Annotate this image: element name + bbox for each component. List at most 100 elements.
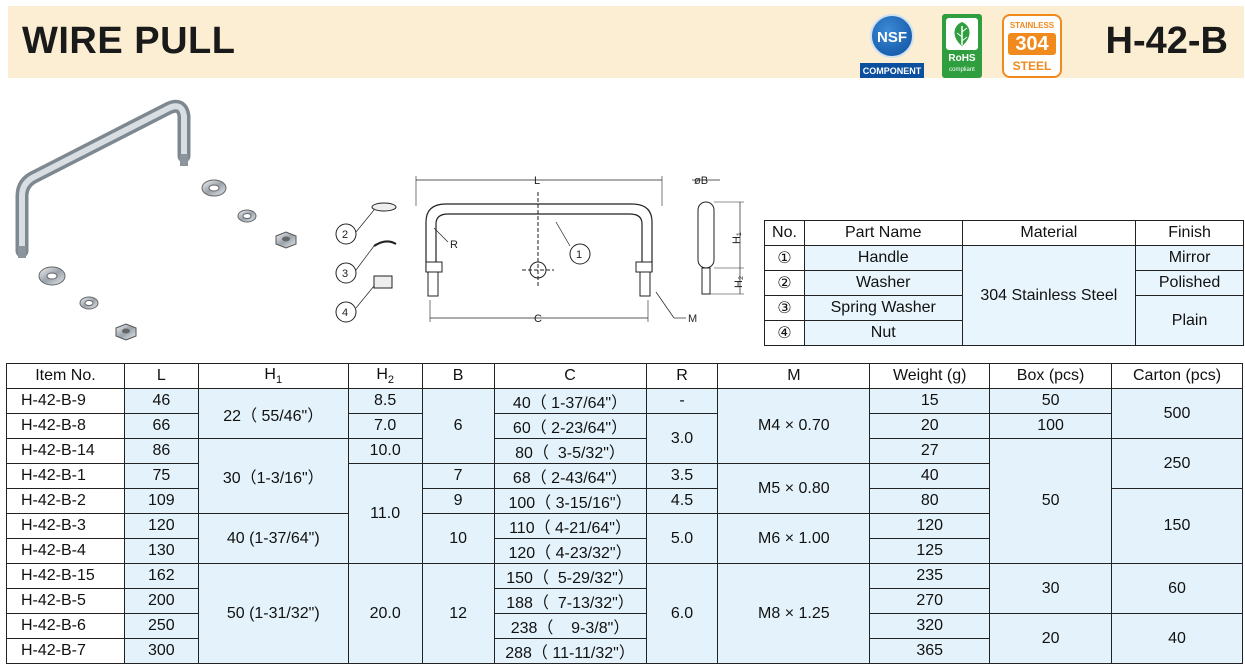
part-no: ④ [764,320,805,346]
item-no: H-42-B-1 [6,463,125,489]
cell-R: - [645,388,719,414]
svg-text:M: M [688,313,697,325]
cell-box: 50 [989,388,1113,414]
cell-box: 100 [989,413,1113,439]
stainless-304-badge: STAINLESS 304 STEEL [1002,14,1062,78]
cell-H2: 10.0 [347,438,423,464]
cell-carton: 150 [1111,488,1243,564]
col-box: Box (pcs) [989,363,1113,389]
cell-C: 120（ 4-23/32"） [493,538,647,564]
part-no: ② [764,270,805,296]
cell-H1: 40 (1-37/64") [197,513,349,564]
item-no: H-42-B-4 [6,538,125,564]
cell-C: 188（ 7-13/32"） [493,588,647,614]
cell-C: 100（ 3-15/16"） [493,488,647,514]
col-H1: H1 [197,363,349,389]
technical-drawing: 2 3 4 L [326,162,756,342]
cell-M: M8 × 1.25 [717,563,871,664]
table-row: H-42-B-9 46 22（ 55/46"） 8.5 6 40（ 1-37/6… [6,388,1243,464]
table-row: H-42-B-4 130 120（ 4-23/32"） 125 [6,538,1243,564]
cell-B: 10 [421,513,495,564]
item-no: H-42-B-2 [6,488,125,514]
callout-2: 2 [335,202,397,245]
nsf-badge: NSF COMPONENT [860,14,924,80]
table-row: H-42-B-7 300 288（ 11-11/32"） 365 [6,638,1243,664]
cell-weight: 80 [869,488,991,514]
col-H2: H2 [347,363,423,389]
col-B: B [421,363,495,389]
steel-bottom-label: STEEL [1012,59,1052,73]
cell-L: 109 [123,488,199,514]
cell-box: 20 [989,613,1113,664]
svg-text:R: R [450,239,458,251]
col-carton: Carton (pcs) [1111,363,1243,389]
svg-text:H₁: H₁ [731,232,743,244]
cell-H2: 7.0 [347,413,423,439]
table-row: ② Washer Polished [764,270,1244,296]
cell-C: 150（ 5-29/32"） [493,563,647,589]
table-row: H-42-B-6 250 238（ 9-3/8"） 320 20 40 [6,613,1243,664]
svg-text:H₂: H₂ [733,276,745,288]
part-name: Nut [803,320,963,346]
cell-C: 238（ 9-3/8"） [493,613,647,639]
rohs-badge: RoHS compliant [942,14,982,78]
item-no: H-42-B-5 [6,588,125,614]
cell-weight: 15 [869,388,991,414]
cell-R: 6.0 [645,563,719,664]
col-item-no: Item No. [6,363,125,389]
cell-H1: 30（1-3/16"） [197,438,349,514]
cell-B: 6 [421,388,495,464]
svg-text:1: 1 [576,249,582,261]
cell-C: 288（ 11-11/32"） [493,638,647,664]
item-no: H-42-B-9 [6,388,125,414]
svg-text:L: L [534,175,540,187]
parts-header-row: No. Part Name Material Finish [764,220,1244,246]
part-name: Spring Washer [803,295,963,321]
part-no: ① [764,245,805,271]
cell-M: M5 × 0.80 [717,463,871,514]
rohs-sub-label: compliant [949,67,975,73]
cell-box: 50 [989,438,1113,564]
cell-C: 40（ 1-37/64"） [493,388,647,414]
part-material: 304 Stainless Steel [961,245,1137,346]
item-no: H-42-B-8 [6,413,125,439]
table-row: ③ Spring Washer Plain [764,295,1244,346]
table-row: H-42-B-14 86 30（1-3/16"） 10.0 80（ 3-5/32… [6,438,1243,564]
cell-carton: 60 [1111,563,1243,614]
cell-H1: 50 (1-31/32") [197,563,349,664]
callout-3: 3 [335,240,397,284]
leaf-icon [946,18,978,50]
cell-H2: 11.0 [347,463,423,564]
page-title: WIRE PULL [22,20,236,62]
cell-L: 250 [123,613,199,639]
cell-H2: 20.0 [347,563,423,664]
cell-weight: 40 [869,463,991,489]
col-material: Material [961,220,1137,246]
cell-C: 80（ 3-5/32"） [493,438,647,464]
table-row: H-42-B-15 162 50 (1-31/32") 20.0 12 150（… [6,563,1243,664]
cell-M: M4 × 0.70 [717,388,871,464]
cell-weight: 125 [869,538,991,564]
cell-box: 30 [989,563,1113,614]
part-name: Washer [803,270,963,296]
cell-R: 5.0 [645,513,719,564]
cell-weight: 20 [869,413,991,439]
cell-L: 75 [123,463,199,489]
cell-weight: 235 [869,563,991,589]
table-row: H-42-B-1 75 11.0 7 68（ 2-43/64"） 3.5 M5 … [6,463,1243,564]
cell-weight: 120 [869,513,991,539]
cell-M: M6 × 1.00 [717,513,871,564]
cell-L: 120 [123,513,199,539]
col-C: C [493,363,647,389]
cell-L: 162 [123,563,199,589]
item-no: H-42-B-14 [6,438,125,464]
col-R: R [645,363,719,389]
cell-C: 110（ 4-21/64"） [493,513,647,539]
svg-text:C: C [534,313,542,325]
table-row: H-42-B-3 120 40 (1-37/64") 10 110（ 4-21/… [6,513,1243,564]
col-weight: Weight (g) [869,363,991,389]
cell-C: 68（ 2-43/64"） [493,463,647,489]
col-M: M [717,363,871,389]
part-finish: Mirror [1135,245,1244,271]
header-banner: WIRE PULL NSF COMPONENT RoHS compliant S… [8,6,1244,78]
